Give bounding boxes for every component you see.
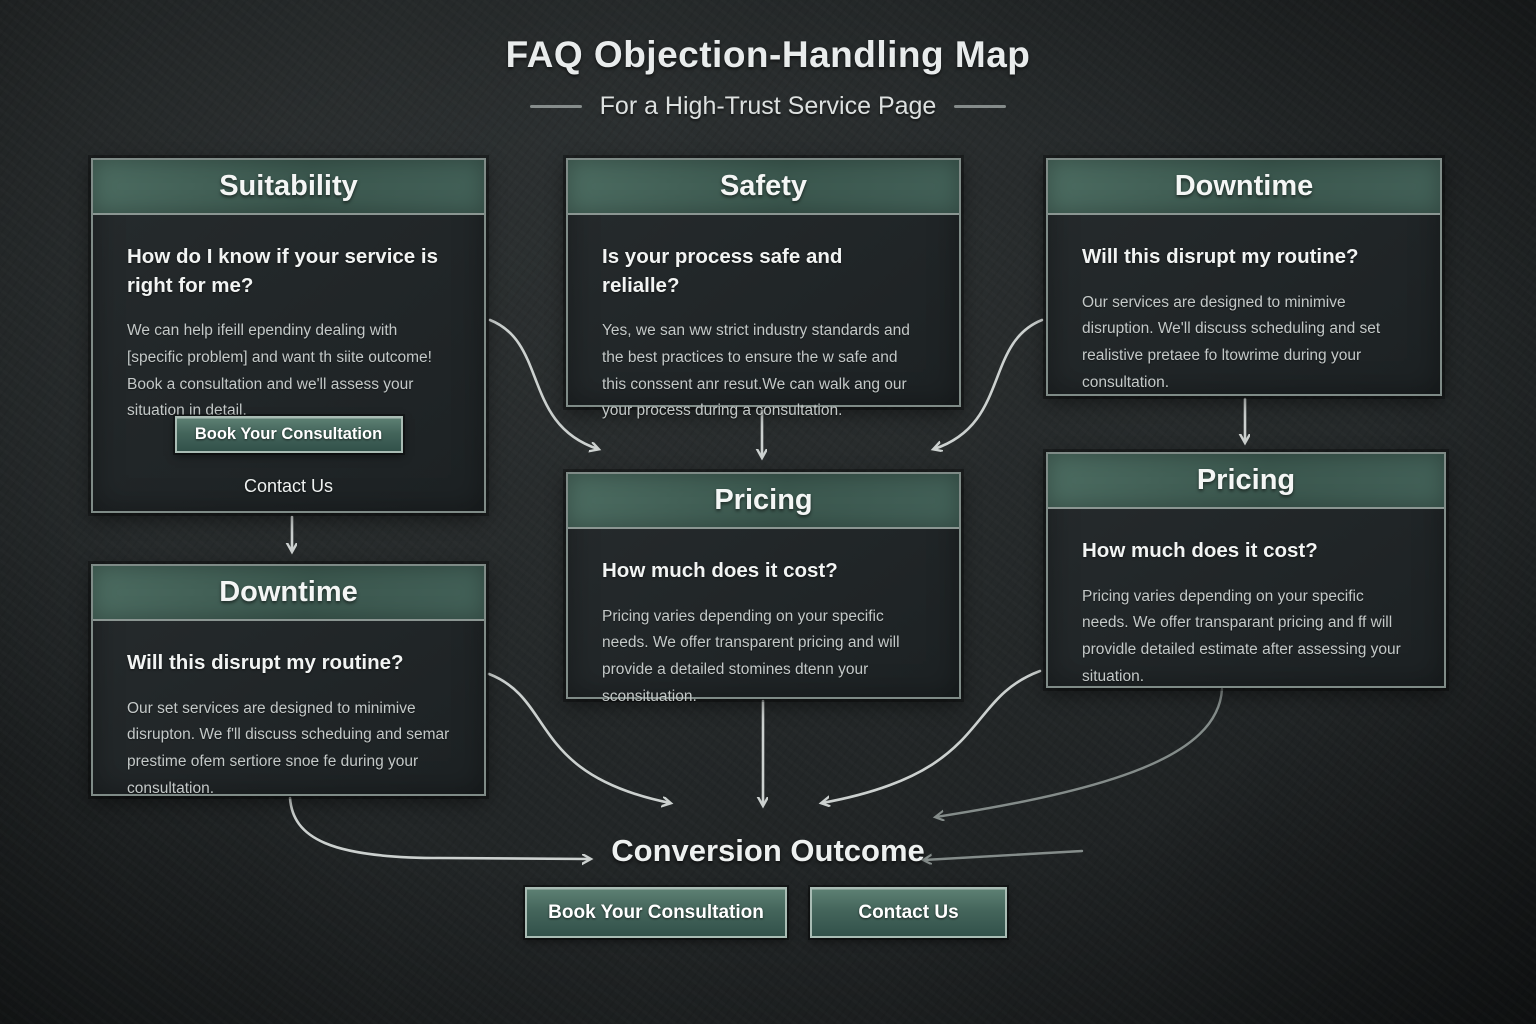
book-consultation-button[interactable]: Book Your Consultation xyxy=(174,416,403,453)
page-subtitle: For a High-Trust Service Page xyxy=(599,92,937,120)
box-question: Will this disrupt my routine? xyxy=(127,651,404,674)
subtitle-dash-left xyxy=(529,105,582,108)
conversion-outcome-heading: Conversion Outcome xyxy=(611,833,925,868)
faq-box-suitability: Suitability How do I know if your servic… xyxy=(91,158,486,513)
box-body: We can help ifeill ependiny dealing with… xyxy=(127,322,432,420)
faq-box-pricing-right: Pricing How much does it cost? Pricing v… xyxy=(1046,452,1446,688)
box-header-label: Pricing xyxy=(1196,464,1296,496)
box-question: How do I know if your service is right f… xyxy=(127,245,438,297)
box-header-label: Suitability xyxy=(219,170,358,202)
box-header-label: Downtime xyxy=(1174,170,1314,202)
box-header-safety: Safety xyxy=(568,160,959,215)
faq-box-safety: Safety Is your process safe and relialle… xyxy=(566,158,961,419)
box-header-downtime: Downtime xyxy=(1048,160,1440,215)
box-header-downtime: Downtime xyxy=(93,566,484,621)
box-body: Yes, we san ww strict industry standards… xyxy=(602,322,910,420)
box-body: Pricing varies depending on your specifi… xyxy=(602,607,900,705)
page-title: FAQ Objection-Handling Map xyxy=(505,34,1031,75)
subtitle-dash-right xyxy=(954,105,1007,108)
box-header-suitability: Suitability xyxy=(93,160,484,215)
box-header-label: Safety xyxy=(719,170,808,202)
box-question: Is your process safe and relialle? xyxy=(602,245,843,297)
box-question: How much does it cost? xyxy=(602,559,838,582)
book-consultation-button[interactable]: Book Your Consultation xyxy=(525,887,787,938)
contact-us-link[interactable]: Contact Us xyxy=(243,476,334,496)
box-header-label: Downtime xyxy=(219,576,358,608)
box-body: Our services are designed to minimive di… xyxy=(1082,293,1381,391)
faq-box-downtime-top: Downtime Will this disrupt my routine? O… xyxy=(1046,158,1442,396)
faq-box-pricing-middle: Pricing How much does it cost? Pricing v… xyxy=(566,472,961,705)
box-body: Our set services are designed to minimiv… xyxy=(127,699,450,797)
box-body: Pricing varies depending on your specifi… xyxy=(1082,587,1401,685)
box-question: Will this disrupt my routine? xyxy=(1082,245,1359,268)
contact-us-button[interactable]: Contact Us xyxy=(810,887,1007,938)
box-header-pricing: Pricing xyxy=(568,474,959,529)
box-header-pricing: Pricing xyxy=(1048,454,1444,509)
page-subtitle-row: For a High-Trust Service Page xyxy=(0,92,1536,121)
box-header-label: Pricing xyxy=(714,484,813,516)
box-question: How much does it cost? xyxy=(1082,539,1318,562)
faq-box-downtime-bottom: Downtime Will this disrupt my routine? O… xyxy=(91,564,486,797)
